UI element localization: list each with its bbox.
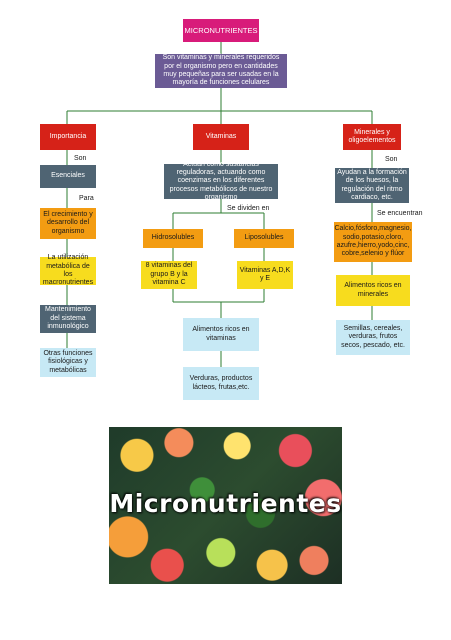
minerales-alimentos: Alimentos ricos en minerales: [336, 275, 410, 306]
vitaminas-node: Vitaminas: [193, 124, 249, 150]
label-son-minerales: Son: [385, 156, 398, 163]
label-se-dividen-en: Se dividen en: [227, 205, 270, 212]
liposolubles-node: Liposolubles: [234, 229, 294, 248]
label-se-encuentran: Se encuentran: [377, 210, 423, 217]
importancia-item-3: Mantenimiento del sistema inmunológico: [40, 305, 96, 333]
importancia-item-4: Otras funciones fisiológicas y metabólic…: [40, 348, 96, 377]
hidrosolubles-detail: 8 vitaminas del grupo B y la vitamina C: [141, 261, 197, 289]
minerales-list: Calcio,fósforo,magnesio, sodio,potasio,c…: [334, 222, 412, 262]
label-para: Para: [79, 195, 94, 202]
minerales-title: Minerales y oligoelementos: [348, 128, 396, 144]
minerales-description: Ayudan a la formación de los huesos, la …: [335, 168, 409, 203]
root-node: MICRONUTRIENTES: [183, 19, 259, 42]
definition-node: Son vitaminas y minerales requeridos por…: [155, 54, 287, 88]
importancia-title: Importancia: [49, 132, 87, 140]
vitaminas-description: Actúan como sustancias reguladoras, actu…: [164, 161, 278, 201]
importancia-item-1: El crecimiento y desarrollo del organism…: [40, 208, 96, 239]
micronutrientes-photo: Micronutrientes: [109, 427, 342, 584]
root-title: MICRONUTRIENTES: [184, 26, 258, 35]
definition-text: Son vitaminas y minerales requeridos por…: [162, 54, 280, 87]
label-son-importancia: Son: [74, 155, 87, 162]
importancia-node: Importancia: [40, 124, 96, 150]
minerales-ejemplos: Semillas, cereales, verduras, frutos sec…: [336, 320, 410, 355]
hidrosolubles-node: Hidrosolubles: [143, 229, 203, 248]
vitaminas-title: Vitaminas: [205, 132, 237, 140]
liposolubles-detail: Vitaminas A,D,K y E: [237, 261, 293, 289]
vitaminas-alimentos: Alimentos ricos en vitaminas: [183, 318, 259, 351]
photo-caption: Micronutrientes: [109, 489, 342, 518]
importancia-item-2: La utilización metabólica de los macronu…: [40, 254, 96, 286]
esenciales-text: Esenciales: [51, 172, 85, 180]
esenciales-node: Esenciales: [40, 165, 96, 188]
vitaminas-ejemplos: Verduras, productos lácteos, frutas,etc.: [183, 367, 259, 400]
minerales-node: Minerales y oligoelementos: [343, 124, 401, 150]
